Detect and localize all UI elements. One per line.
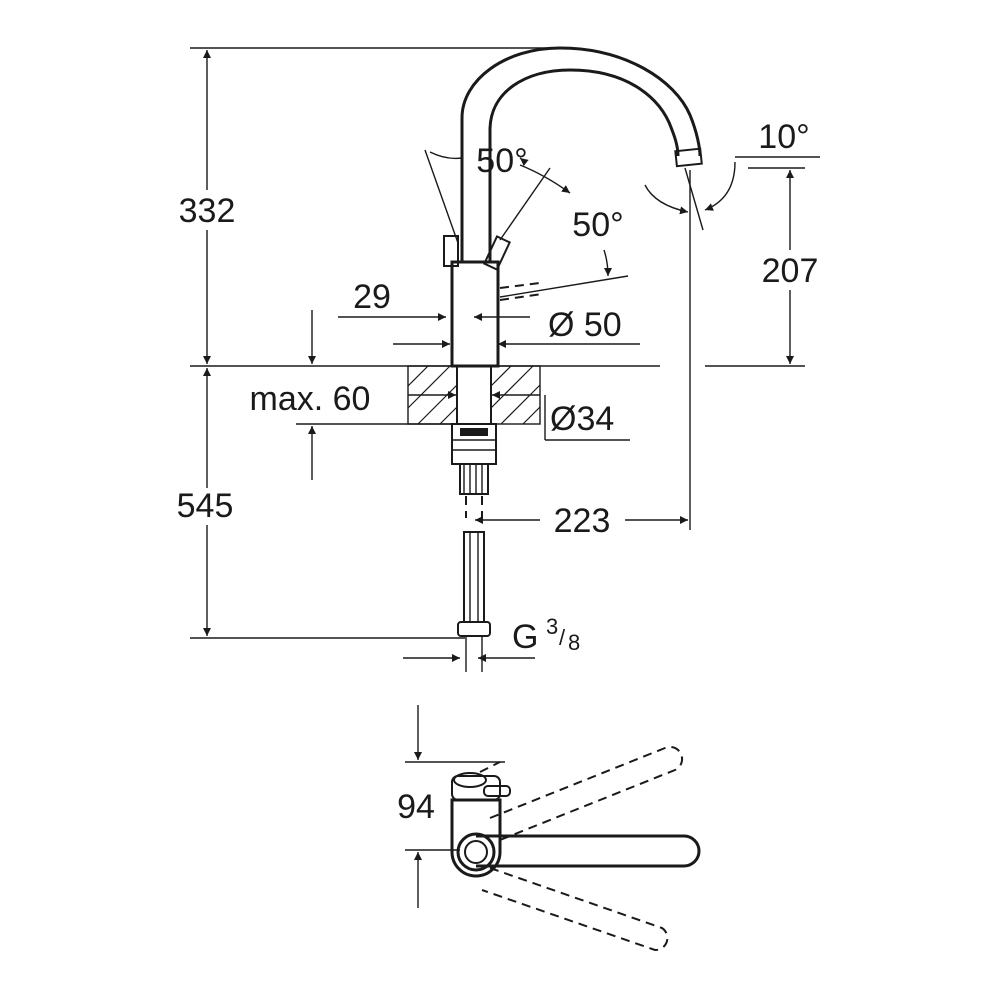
dim-body-offset: 29: [338, 278, 530, 321]
countertop-section: [407, 365, 541, 425]
dim-max60-label: max. 60: [250, 380, 371, 418]
dim-332-label: 332: [179, 192, 236, 230]
dim-94-label: 94: [397, 788, 435, 826]
angle-10-label: 10°: [758, 118, 809, 156]
dim-spout-height: 207: [762, 170, 819, 364]
faucet-top-view: 94: [397, 705, 701, 952]
angle-50-front-label: 50°: [476, 142, 527, 180]
lever-up-right: [482, 235, 512, 271]
faucet-body: [450, 260, 500, 368]
thread-label-g: G: [512, 618, 538, 656]
dim-545-label: 545: [177, 487, 234, 525]
dim-lever-angle-front: 50°: [424, 142, 571, 244]
dim-223-label: 223: [554, 502, 611, 540]
thread-label-num: 3: [546, 614, 558, 639]
dim-max-thickness: max. 60: [250, 310, 460, 480]
dim-diameter-50-label: Ø 50: [548, 306, 622, 344]
dim-height-below: 545: [177, 368, 234, 636]
dim-207-label: 207: [762, 252, 819, 290]
angle-50-side-label: 50°: [572, 206, 623, 244]
dim-spout-tilt: 10°: [644, 118, 820, 231]
thread-label-den: 8: [568, 630, 580, 655]
dim-reach: 223: [475, 502, 688, 540]
dim-29-label: 29: [353, 278, 391, 316]
thread-label-slash: /: [559, 625, 566, 650]
dim-lever-angle-side: 50°: [499, 206, 629, 298]
dim-diameter-34-label: Ø34: [550, 400, 614, 438]
aerator: [674, 147, 703, 168]
dim-height-above: 332: [179, 50, 236, 364]
supply-hose: [463, 531, 485, 623]
dim-shank-diameter: Ø34: [408, 391, 630, 441]
faucet-shank: [456, 365, 492, 425]
dim-body-diameter: Ø 50: [393, 306, 640, 348]
dim-connection-thread: G 3 / 8: [403, 614, 580, 662]
extension-lines: [190, 47, 805, 639]
